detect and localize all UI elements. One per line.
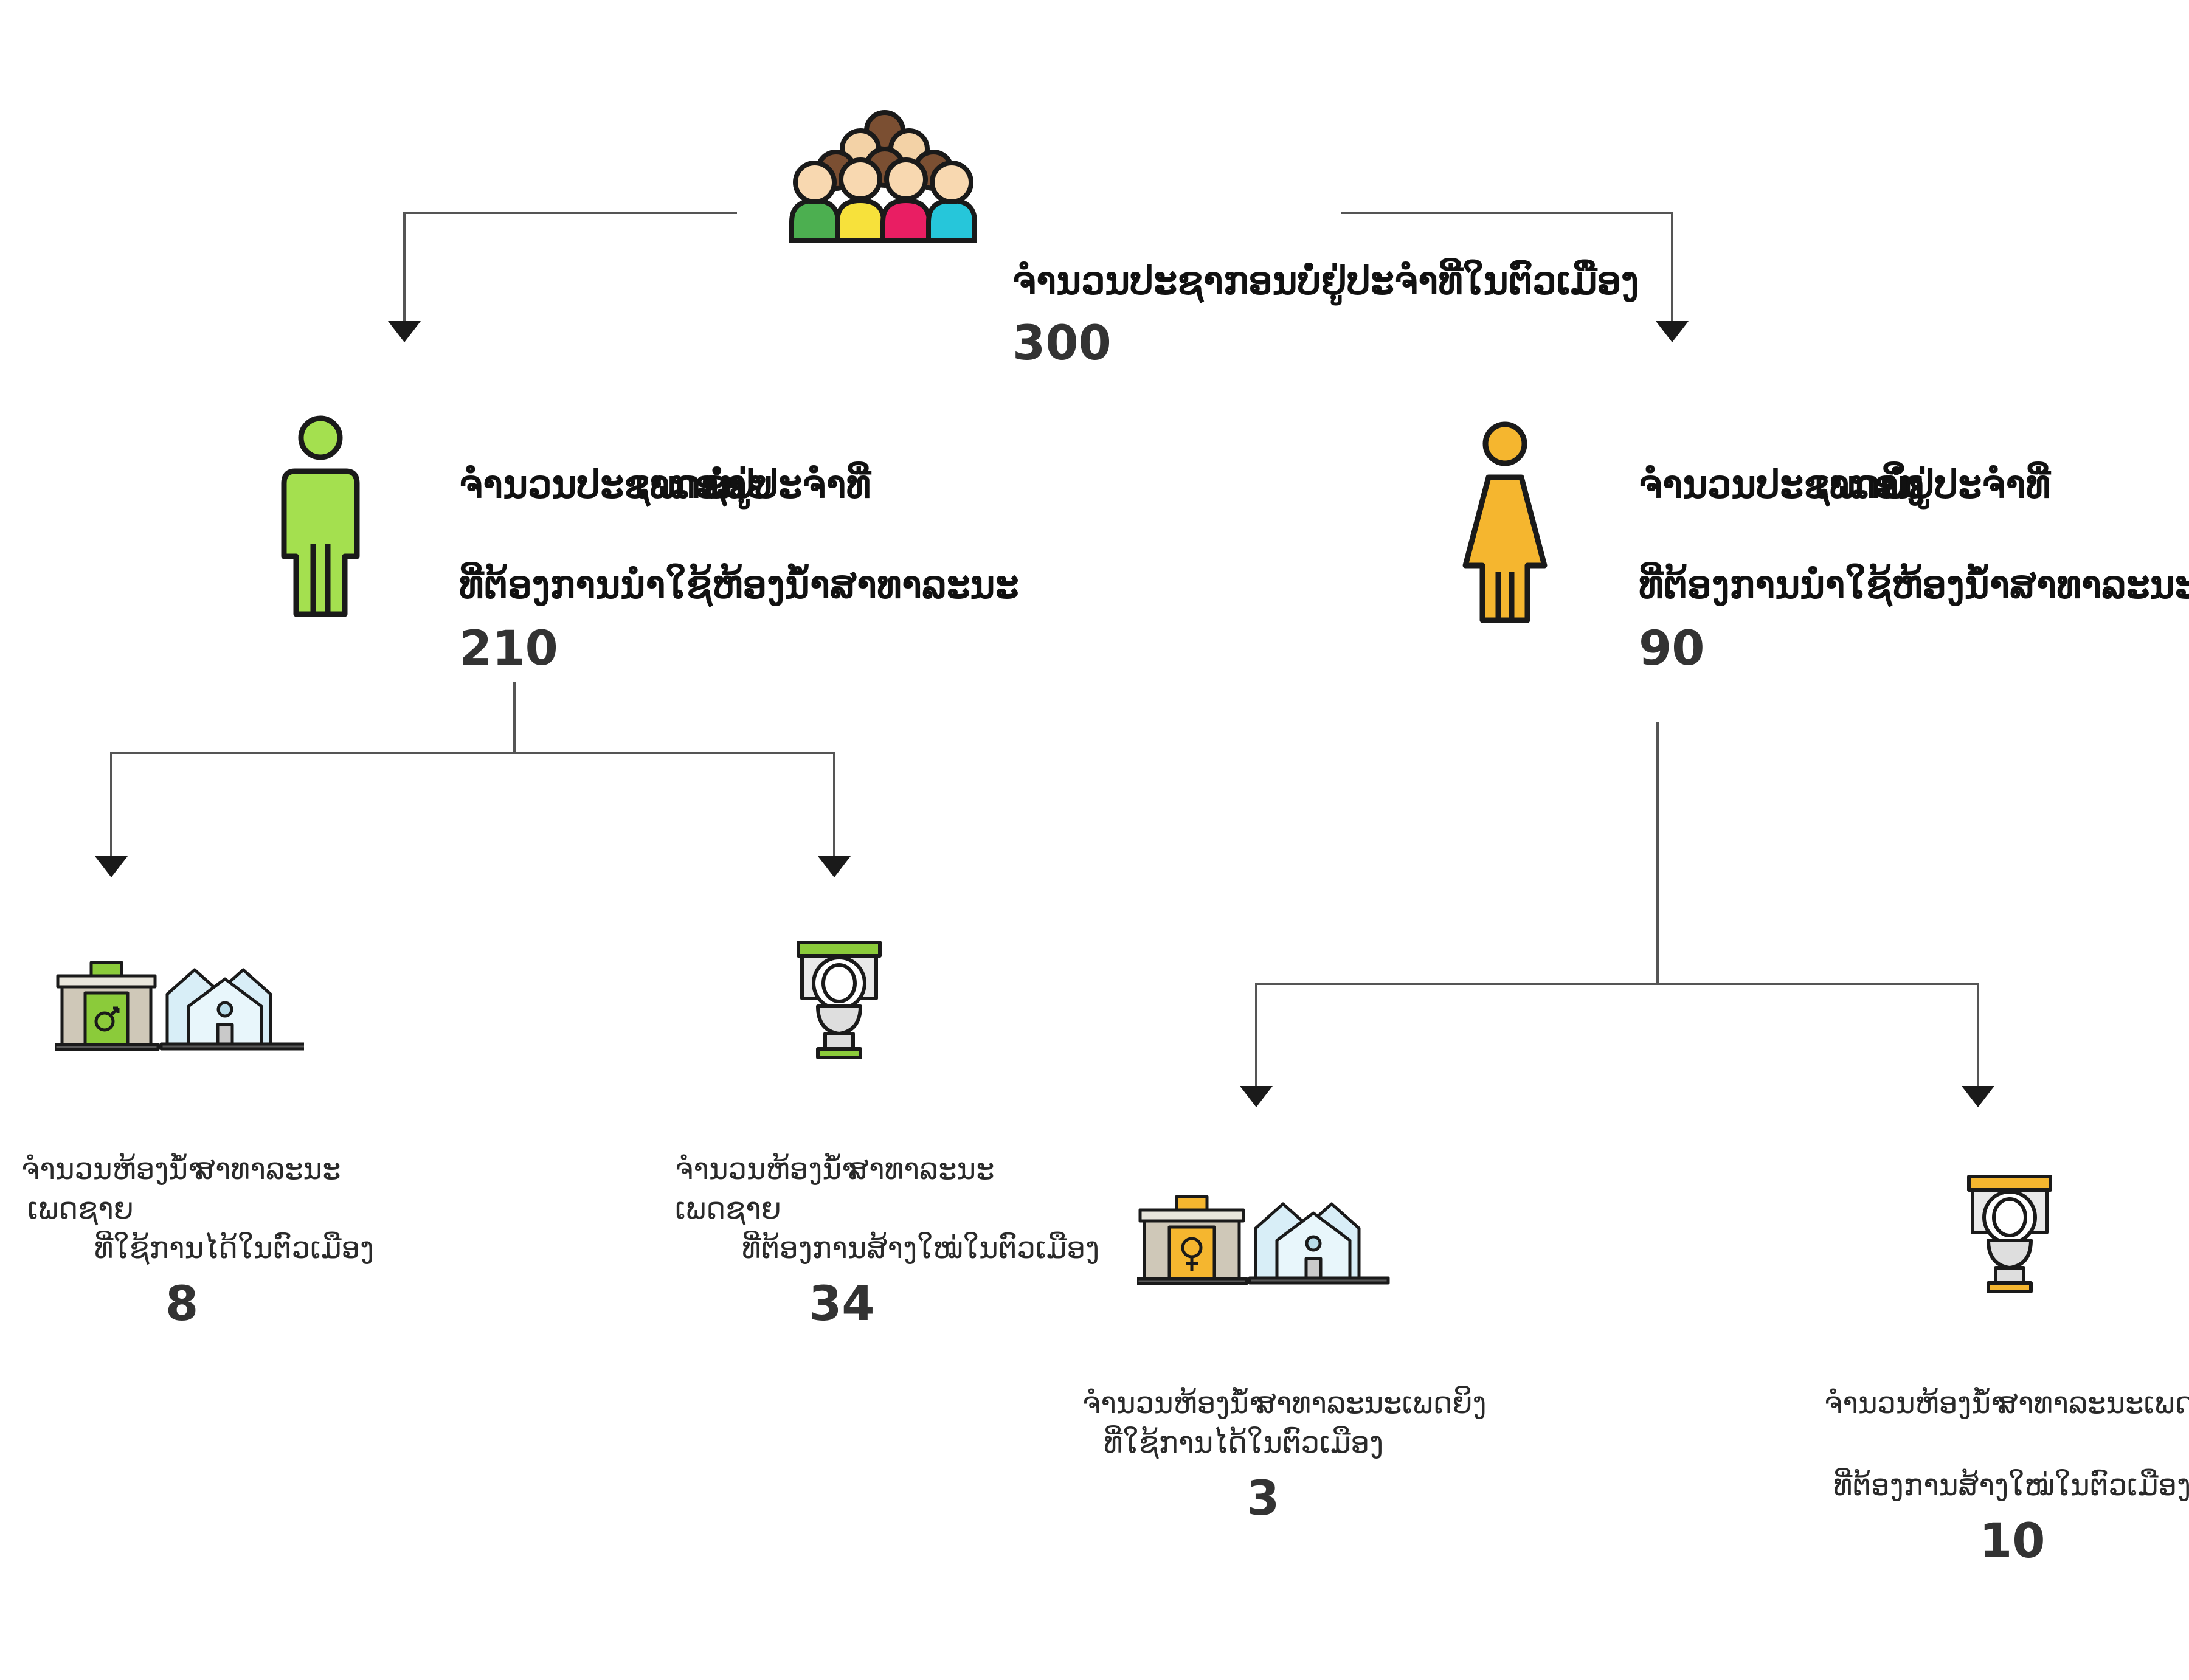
male-label-line1-c: ບໍ່ຢູ່ປະຈຳທີ່ [705,462,871,506]
male-person-icon [281,415,360,617]
female-existing-value: 3 [1247,1471,1280,1526]
total-label: ຈຳນວນປະຊາກອນບໍ່ຢູ່ປະຈຳທີ່ໃນຕົວເມືອງ [1012,258,1639,303]
male-needed-label-line3: ທີ່ຕ້ອງການສ້າງໃໝ່ໃນຕົວເມືອງ [742,1231,1100,1265]
arrowhead-male-needed [818,856,851,877]
female-needed-label-line2: ທີ່ຕ້ອງການສ້າງໃໝ່ໃນຕົວເມືອງ [1833,1468,2189,1502]
arrowhead-female-existing [1240,1086,1273,1107]
male-needed-label-line2: ເພດຊາຍ [675,1192,781,1226]
connector-root-female [1341,212,1673,325]
male-existing-label-b: ສາທາລະນະ [195,1152,341,1186]
male-label-line1-b: ເພດຊາຍ [635,462,773,506]
male-label-line1-a: ຈຳນວນປະຊາກອນ [459,462,744,506]
female-public-toilet-building-icon [1137,1195,1390,1285]
male-public-toilet-building-icon [55,961,304,1051]
male-existing-value: 8 [165,1277,199,1332]
female-label-line1-a: ຈຳນວນປະຊາກອນ [1639,462,1924,506]
female-existing-label-a: ຈຳນວນຫ້ອງນ້ຳ [1082,1386,1265,1420]
arrowhead-male [388,321,421,342]
total-value: 300 [1012,316,1112,371]
male-value: 210 [459,621,558,676]
female-value: 90 [1639,621,1705,676]
female-needed-label-b: ສາທາລະນະເພດຍິງ [1997,1386,2189,1420]
female-needed-value: 10 [1979,1514,2045,1569]
arrowhead-male-existing [95,856,128,877]
male-needed-value: 34 [809,1277,875,1332]
female-needed-label-a: ຈຳນວນຫ້ອງນ້ຳ [1824,1386,2007,1420]
arrowhead-female-needed [1962,1086,1994,1107]
female-person-icon [1462,421,1548,623]
connector-root-male [403,212,737,325]
female-label-line1-b: ເພດຍິງ [1815,462,1924,506]
male-existing-label-line2: ເພດຊາຍ [27,1192,134,1226]
male-label-line2: ທີ່ຕ້ອງການນຳໃຊ້ຫ້ອງນ້ຳສາທາລະນະ [459,562,1019,607]
crowd-icon [789,110,977,243]
male-existing-label-a: ຈຳນວນຫ້ອງນ້ຳ [21,1152,204,1186]
male-existing-label-line3: ທີ່ໃຊ້ການໄດ້ໃນຕົວເມືອງ [94,1231,375,1265]
male-needed-label-a: ຈຳນວນຫ້ອງນ້ຳ [675,1152,857,1186]
arrowhead-female [1656,321,1689,342]
female-label-line1-c: ບໍ່ຢູ່ປະຈຳທີ່ [1885,462,2051,506]
connector-male-branches [110,752,835,860]
connector-female-branches [1255,983,1979,1090]
yellow-toilet-icon [1967,1175,2052,1293]
male-needed-label-b: ສາທາລະນະ [848,1152,995,1186]
female-label-line2: ທີ່ຕ້ອງການນຳໃຊ້ຫ້ອງນ້ຳສາທາລະນະ [1639,562,2189,607]
female-existing-label-line2: ທີ່ໃຊ້ການໄດ້ໃນຕົວເມືອງ [1104,1426,1384,1460]
green-toilet-icon [797,941,882,1059]
female-existing-label-b: ສາທາລະນະເພດຍິງ [1256,1386,1487,1420]
